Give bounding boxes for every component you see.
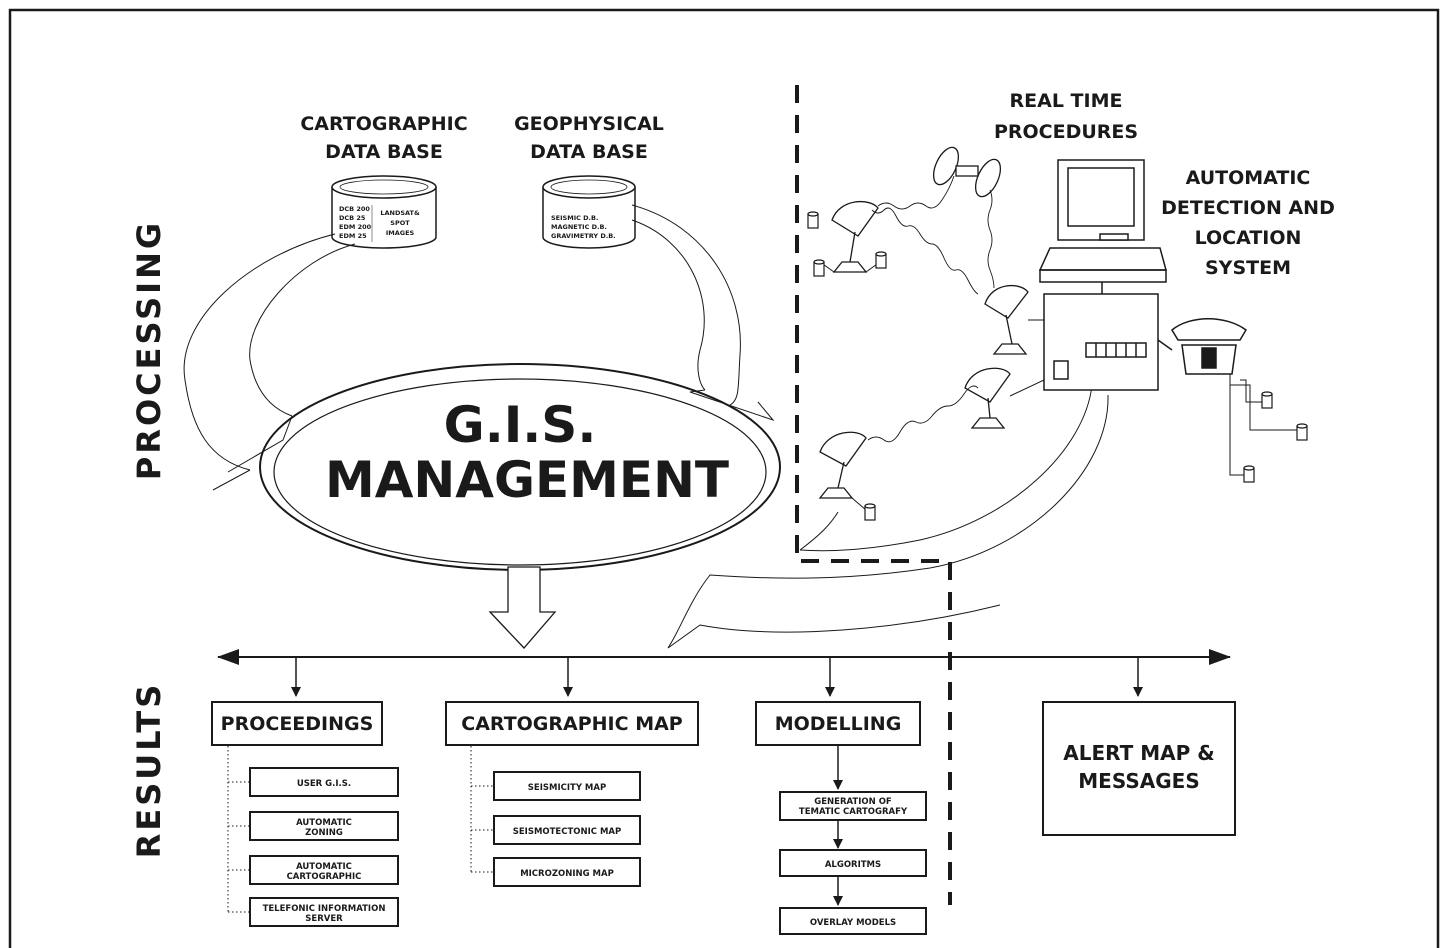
branch-arrows — [291, 657, 1143, 697]
cartographic-map-items — [493, 771, 641, 887]
cartographic-db-cylinder — [331, 175, 437, 249]
proceedings-item: AUTOMATIC — [296, 862, 352, 872]
modelling-box — [755, 701, 921, 746]
outer-frame — [8, 8, 1440, 948]
proceedings-item: AUTOMATIC — [296, 818, 352, 828]
modelling-item: GENERATION OF — [814, 797, 892, 807]
node-cylinder-icon — [807, 211, 887, 521]
alert-box — [1042, 701, 1236, 836]
cartographic-db-item: EDM 25 — [339, 232, 367, 240]
geophysical-db-item: SEISMIC D.B. — [551, 214, 598, 222]
geophysical-db-item: MAGNETIC D.B. — [551, 223, 607, 231]
geophysical-db-title-2: DATA BASE — [530, 141, 648, 163]
cartographic-map-item: MICROZONING MAP — [520, 869, 614, 879]
automatic-detection-line: SYSTEM — [1205, 257, 1291, 279]
alert-title-2: MESSAGES — [1078, 769, 1199, 793]
gis-title-1: G.I.S. — [444, 396, 597, 454]
cartographic-db-item: IMAGES — [386, 229, 415, 237]
proceedings-items — [249, 767, 399, 927]
modelling-item: ALGORITMS — [825, 860, 881, 870]
geophysical-db-item: GRAVIMETRY D.B. — [551, 232, 616, 240]
automatic-detection-line: LOCATION — [1195, 227, 1302, 249]
gis-output-arrow — [488, 566, 557, 649]
cartographic-db-title-1: CARTOGRAPHIC — [300, 113, 467, 135]
node-cylinder-icon — [1243, 391, 1308, 483]
proceedings-item: ZONING — [305, 828, 343, 838]
proceedings-item: SERVER — [305, 914, 343, 924]
cartographic-db-item: LANDSAT& — [380, 209, 420, 217]
cartographic-db-item: DCB 25 — [339, 214, 366, 222]
results-label: RESULTS — [130, 682, 168, 859]
cartographic-map-item: SEISMOTECTONIC MAP — [513, 827, 622, 837]
proceedings-title: PROCEEDINGS — [221, 713, 374, 735]
cartographic-db-item: DCB 200 — [339, 205, 370, 213]
proceedings-box — [211, 701, 383, 746]
computer-icon — [1038, 159, 1167, 391]
modelling-item: TEMATIC CARTOGRAFY — [799, 807, 908, 817]
proceedings-item: TELEFONIC INFORMATION — [263, 904, 386, 914]
automatic-detection-line: AUTOMATIC — [1186, 167, 1311, 189]
gis-title-2: MANAGEMENT — [325, 451, 729, 509]
cartographic-map-tree — [470, 746, 494, 873]
telephone-icon — [1157, 318, 1247, 375]
cartographic-map-item: SEISMICITY MAP — [528, 783, 606, 793]
real-time-title-2: PROCEDURES — [994, 121, 1138, 143]
proceedings-item: CARTOGRAPHIC — [287, 872, 362, 882]
alert-title-1: ALERT MAP & — [1063, 741, 1214, 765]
signal-waves — [867, 175, 995, 443]
geophysical-db-cylinder — [542, 175, 636, 249]
processing-label: PROCESSING — [130, 220, 168, 480]
antenna-icon — [818, 146, 1029, 499]
cartographic-map-title: CARTOGRAPHIC MAP — [461, 713, 683, 735]
curved-flow-arrows — [183, 204, 1109, 649]
real-time-boundary — [795, 85, 952, 905]
cartographic-db-title-2: DATA BASE — [325, 141, 443, 163]
cartographic-map-box — [445, 701, 699, 746]
phone-network-lines — [1229, 374, 1300, 476]
automatic-detection-line: DETECTION AND — [1161, 197, 1335, 219]
proceedings-item: USER G.I.S. — [297, 779, 351, 789]
real-time-title-1: REAL TIME — [1010, 90, 1123, 112]
proceedings-tree — [227, 746, 250, 913]
modelling-title: MODELLING — [775, 713, 902, 735]
geophysical-db-title-1: GEOPHYSICAL — [514, 113, 664, 135]
modelling-items — [779, 791, 927, 935]
cartographic-db-item: EDM 200 — [339, 223, 372, 231]
cartographic-db-item: SPOT — [390, 219, 410, 227]
modelling-item: OVERLAY MODELS — [810, 918, 896, 928]
